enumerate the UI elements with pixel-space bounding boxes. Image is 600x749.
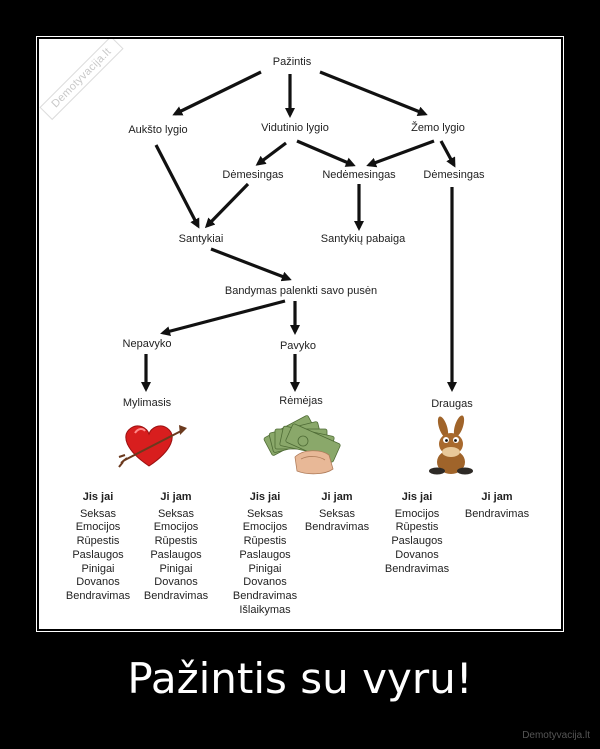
cartoon-donkey-icon [429, 415, 473, 475]
flowchart: Pažintis Aukšto lygio Vidutinio lygio Že… [118, 56, 486, 475]
node-high: Aukšto lygio [128, 124, 187, 136]
edge-low-att2 [439, 140, 456, 168]
column-item: Pinigai [248, 562, 282, 575]
column-item: Rūpestis [243, 535, 287, 548]
column-item: Seksas [318, 507, 356, 520]
column-item: Pinigai [159, 562, 193, 575]
column-item: Seksas [79, 507, 117, 520]
column-item: Rūpestis [154, 535, 198, 548]
column-item: Bendravimas [464, 507, 530, 520]
column-friend-she: Ji jam Bendravimas [461, 491, 533, 521]
node-attentive-1: Dėmesingas [222, 169, 284, 181]
column-item: Paslaugos [150, 548, 202, 561]
column-item: Seksas [157, 507, 195, 520]
column-item: Emocijos [75, 521, 121, 534]
poster-canvas: Pažintis Aukšto lygio Vidutinio lygio Že… [39, 39, 561, 629]
node-relationship: Santykiai [179, 233, 224, 245]
edge-attempt-fail [160, 299, 286, 337]
column-item: Paslaugos [239, 548, 291, 561]
column-item: Paslaugos [72, 548, 124, 561]
column-header: Jis jai [249, 491, 281, 503]
edge-low-inatt [366, 139, 435, 168]
edge-root-low [319, 70, 428, 117]
column-header: Ji jam [160, 491, 192, 503]
edge-mid-att1 [255, 141, 287, 166]
column-item: Rūpestis [395, 521, 439, 534]
edge-root-high [172, 70, 262, 116]
heart-with-arrow-icon [118, 425, 187, 468]
edge-att1-rel [204, 182, 250, 229]
column-item: Dovanos [395, 548, 439, 561]
node-friend: Draugas [431, 398, 473, 410]
site-link[interactable]: Demotyvacija.lt [522, 730, 590, 741]
column-item: Emocijos [242, 521, 288, 534]
node-relationship-end: Santykių pabaiga [321, 233, 406, 245]
node-lover: Mylimasis [123, 397, 172, 409]
poster-caption: Pažintis su vyru! [127, 654, 473, 703]
column-item: Paslaugos [391, 535, 443, 548]
column-item: Išlaikymas [239, 603, 291, 616]
column-header: Ji jam [481, 491, 513, 503]
column-item: Bendravimas [232, 589, 298, 602]
column-header: Ji jam [321, 491, 353, 503]
column-header: Jis jai [401, 491, 433, 503]
column-item: Bendravimas [384, 562, 450, 575]
column-item: Pinigai [81, 562, 115, 575]
node-inattentive: Nedėmesingas [322, 169, 396, 181]
column-item: Dovanos [243, 576, 287, 589]
money-in-hand-icon [263, 415, 341, 475]
column-item: Bendravimas [304, 521, 370, 534]
column-item: Dovanos [76, 576, 120, 589]
node-success: Pavyko [280, 340, 316, 352]
node-fail: Nepavyko [123, 338, 172, 350]
column-item: Seksas [246, 507, 284, 520]
edge-rel-attempt [210, 247, 292, 282]
edges [141, 70, 457, 392]
node-low: Žemo lygio [411, 121, 465, 134]
node-mid: Vidutinio lygio [261, 122, 329, 134]
column-header: Jis jai [82, 491, 114, 503]
column-item: Emocijos [394, 507, 440, 520]
node-root: Pažintis [273, 56, 312, 68]
column-item: Emocijos [153, 521, 199, 534]
node-attempt: Bandymas palenkti savo pusėn [225, 285, 377, 297]
column-items: Bendravimas [461, 508, 533, 522]
node-attentive-2: Dėmesingas [423, 169, 485, 181]
node-labels: Pažintis Aukšto lygio Vidutinio lygio Že… [123, 56, 486, 410]
node-sponsor: Rėmėjas [279, 395, 323, 407]
column-item: Dovanos [154, 576, 198, 589]
column-item: Rūpestis [76, 535, 120, 548]
column-item: Bendravimas [65, 589, 131, 602]
edge-high-rel [154, 144, 200, 229]
edge-mid-inatt [296, 139, 356, 167]
column-item: Bendravimas [143, 589, 209, 602]
